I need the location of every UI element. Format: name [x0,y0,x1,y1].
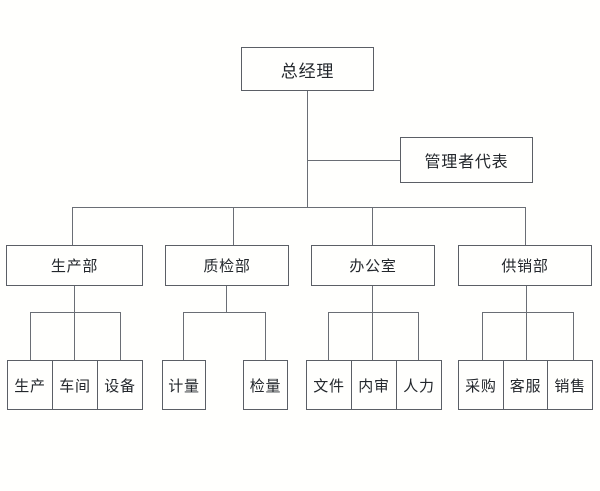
node-label: 供销部 [501,257,549,275]
node-label: 管理者代表 [424,152,509,171]
connector-supply-bus [482,312,574,313]
connector-production-drop-3 [120,312,121,360]
node-supply-child-3[interactable]: 销售 [547,361,592,409]
node-label: 检量 [249,376,282,395]
node-dept-production[interactable]: 生产部 [6,245,143,286]
connector-department-bus [72,207,526,208]
connector-production-drop-1 [30,312,31,360]
node-label: 人力 [403,376,435,395]
connector-quality-drop-2 [265,312,266,360]
connector-production-drop-2 [74,312,75,360]
connector-gm-to-mgmt-rep [307,160,400,161]
node-label: 客服 [509,376,542,395]
node-label: 计量 [168,376,200,395]
node-general-manager[interactable]: 总经理 [241,47,374,91]
node-management-representative[interactable]: 管理者代表 [400,137,533,183]
connector-production-bus [30,312,121,313]
connector-supply-stem [526,286,527,312]
node-label: 生产 [14,376,46,395]
node-quality-child-2[interactable]: 检量 [243,360,288,410]
node-label: 内审 [358,376,390,395]
node-label: 生产部 [50,257,99,275]
connector-office-stem [372,286,373,312]
connector-supply-drop-1 [482,312,483,360]
connector-production-stem [74,286,75,312]
connector-drop-quality [233,207,234,245]
node-supply-child-1[interactable]: 采购 [459,361,503,409]
connector-office-drop-2 [372,312,373,360]
node-dept-quality[interactable]: 质检部 [165,245,289,286]
node-label: 车间 [59,376,91,395]
node-label: 办公室 [349,257,397,275]
group-supply-children: 采购 客服 销售 [458,360,593,410]
node-production-child-3[interactable]: 设备 [97,361,142,409]
node-production-child-2[interactable]: 车间 [52,361,97,409]
connector-drop-supply [525,207,526,245]
connector-quality-stem [226,286,227,312]
node-quality-child-1[interactable]: 计量 [162,360,206,410]
node-production-child-1[interactable]: 生产 [8,361,52,409]
connector-office-bus [328,312,419,313]
group-office-children: 文件 内审 人力 [306,360,442,410]
connector-supply-drop-2 [526,312,527,360]
connector-gm-trunk [307,91,308,208]
node-label: 销售 [554,376,586,395]
connector-supply-drop-3 [573,312,574,360]
node-dept-office[interactable]: 办公室 [311,245,435,286]
connector-quality-bus [183,312,266,313]
node-office-child-1[interactable]: 文件 [307,361,351,409]
node-label: 总经理 [280,61,335,82]
node-office-child-3[interactable]: 人力 [396,361,441,409]
connector-drop-production [72,207,73,245]
node-label: 设备 [104,376,136,395]
group-production-children: 生产 车间 设备 [7,360,143,410]
connector-office-drop-1 [328,312,329,360]
connector-drop-office [372,207,373,245]
node-supply-child-2[interactable]: 客服 [502,361,548,409]
node-label: 文件 [313,376,345,395]
connector-quality-drop-1 [183,312,184,360]
node-label: 采购 [465,376,497,395]
connector-office-drop-3 [418,312,419,360]
node-dept-supply[interactable]: 供销部 [458,245,592,286]
node-label: 质检部 [203,257,251,275]
node-office-child-2[interactable]: 内审 [351,361,396,409]
